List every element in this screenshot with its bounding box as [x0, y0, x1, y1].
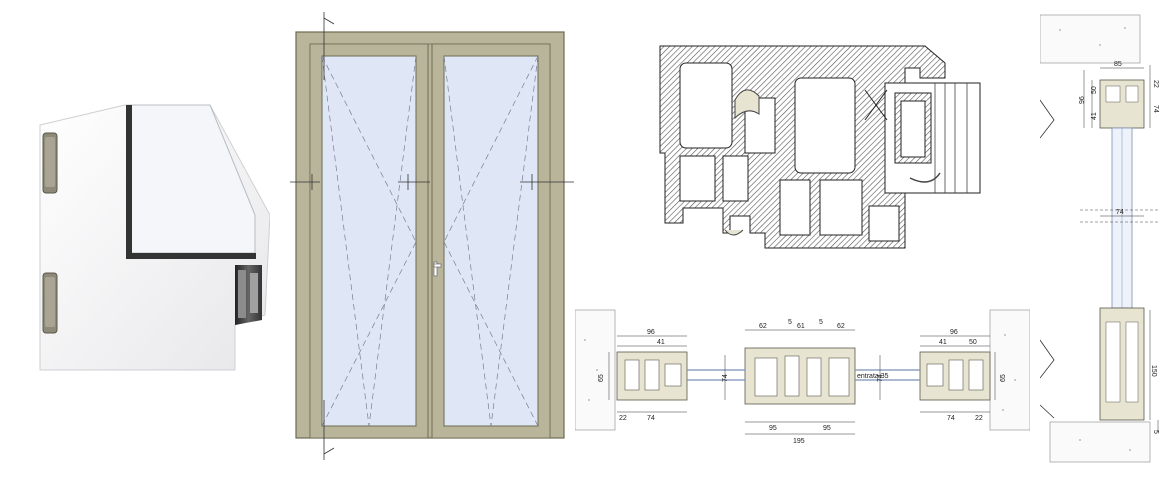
- dim-right-50: 50: [969, 339, 977, 346]
- dim-right-65: 65: [1000, 374, 1007, 382]
- dim-right-22: 22: [975, 415, 983, 422]
- dim-mid-5a: 5: [788, 319, 792, 326]
- dim-v-74a: 74: [1152, 105, 1159, 113]
- dim-left-41: 41: [657, 339, 665, 346]
- dim-v-150: 150: [1150, 365, 1157, 377]
- dim-v-74b: 74: [1116, 209, 1124, 216]
- door-elevation: [290, 10, 580, 460]
- dim-mid-95a: 95: [769, 425, 777, 432]
- dim-left-74: 74: [647, 415, 655, 422]
- dim-left-22: 22: [619, 415, 627, 422]
- vertical-section: 85 22 96 50 41 74 74 150 5: [1040, 10, 1165, 470]
- dim-right-96: 96: [950, 329, 958, 336]
- dim-v-96: 96: [1079, 96, 1086, 104]
- dim-v-22: 22: [1152, 80, 1159, 88]
- profile-cross-section: [655, 38, 985, 263]
- horizontal-plan-section: 96 41 22 74 65 62 5 61 5 62 95 95 195 74…: [575, 300, 1030, 450]
- dim-left-96: 96: [647, 329, 655, 336]
- dim-v-41: 41: [1091, 112, 1098, 120]
- dim-mid-95b: 95: [823, 425, 831, 432]
- handle-icon: [433, 261, 438, 277]
- dim-v-50: 50: [1091, 86, 1098, 94]
- profile-corner-render: [30, 95, 270, 385]
- dim-mid-61: 61: [797, 323, 805, 330]
- dim-mid-74b: 74: [877, 374, 884, 382]
- dim-left-65: 65: [598, 374, 605, 382]
- dim-mid-195: 195: [793, 438, 805, 445]
- dim-mid-5b: 5: [819, 319, 823, 326]
- dim-v-85: 85: [1114, 61, 1122, 68]
- dim-mid-62b: 62: [837, 323, 845, 330]
- dim-mid-74a: 74: [722, 374, 729, 382]
- dim-mid-62a: 62: [759, 323, 767, 330]
- dim-right-41: 41: [939, 339, 947, 346]
- dim-right-74: 74: [947, 415, 955, 422]
- dim-v-5: 5: [1152, 430, 1159, 434]
- label-entry: entrata 35: [857, 373, 889, 380]
